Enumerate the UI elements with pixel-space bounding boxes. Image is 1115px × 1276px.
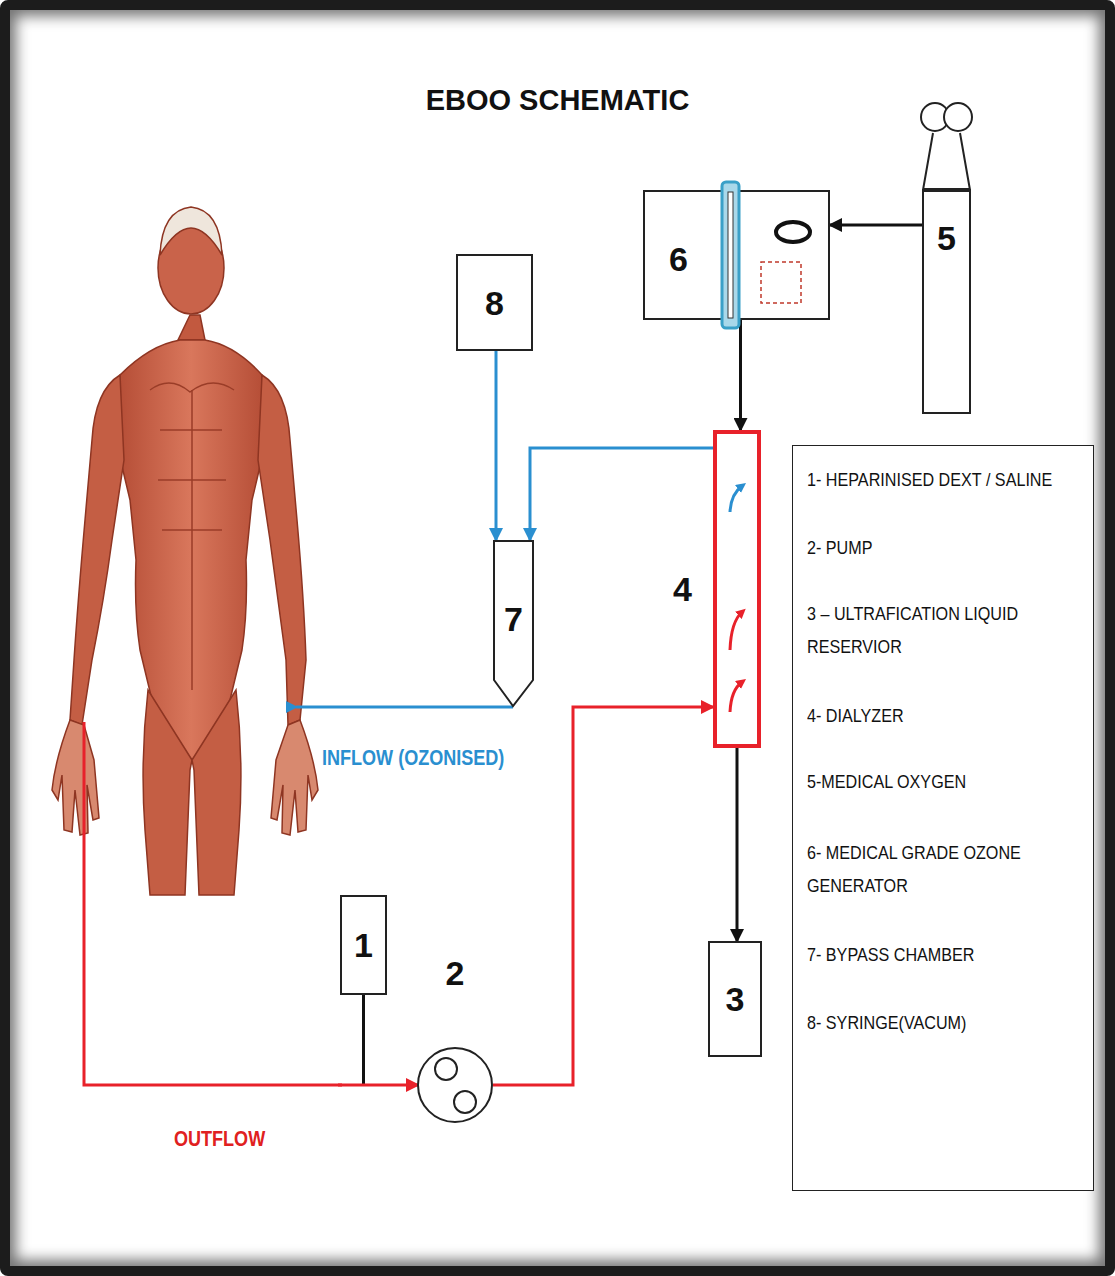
numbered-box: 1 [340, 895, 387, 995]
dial-node: 4 [713, 430, 761, 748]
connector-line [530, 448, 713, 540]
byp-node: 7 [493, 540, 534, 707]
legend-entry: 2- PUMP [807, 531, 1084, 564]
connector-line [739, 320, 742, 430]
flow-label: INFLOW (OZONISED) [322, 745, 504, 771]
flow-connector [530, 448, 713, 540]
legend-entry: 3 – ULTRAFICATION LIQUID RESERVIOR [807, 597, 1084, 663]
legend-entry: 6- MEDICAL GRADE OZONE GENERATOR [807, 836, 1084, 902]
numbered-box: 3 [708, 941, 762, 1057]
dialyzer-flow-arrows [730, 486, 742, 712]
callout-number: 4 [673, 572, 692, 606]
legend-list-box: 1- HEPARINISED DEXT / SALINE 2- PUMP 3 – U… [792, 445, 1094, 1191]
human-figure [52, 207, 318, 895]
box-number: 7 [493, 602, 534, 636]
connector-line [362, 995, 365, 1085]
flow-connector [830, 225, 923, 226]
flow-connector [737, 748, 738, 941]
box-number: 6 [669, 242, 688, 276]
pump-node: 2 [415, 950, 495, 1125]
box-number: 5 [923, 221, 970, 255]
connector-line [495, 351, 498, 540]
box-number: 1 [354, 928, 373, 962]
flow-connector [338, 995, 418, 1085]
legend-entry: 5-MEDICAL OXYGEN [807, 765, 1084, 798]
flow-connector [493, 707, 713, 1085]
flow-connector [496, 351, 497, 540]
flow-connector [740, 320, 741, 430]
outflow-line [84, 722, 342, 1085]
numbered-box: 8 [456, 254, 533, 351]
connector-line [493, 707, 713, 1085]
legend-entry: 1- HEPARINISED DEXT / SALINE [807, 463, 1084, 496]
box-number: 8 [485, 286, 504, 320]
callout-number: 2 [415, 956, 495, 990]
gen-node: 6 [643, 190, 830, 320]
legend-entry: 8- SYRINGE(VACUM) [807, 1006, 1084, 1039]
box-number: 3 [726, 982, 745, 1016]
connector-line [338, 1084, 418, 1087]
cyl-node: 5 [918, 95, 975, 414]
flow-label: OUTFLOW [174, 1126, 265, 1152]
legend-entry: 7- BYPASS CHAMBER [807, 938, 1084, 971]
connector-line [736, 748, 739, 941]
inflow-line [296, 706, 513, 709]
connector-line [830, 224, 923, 227]
legend-entry: 4- DIALYZER [807, 699, 1084, 732]
